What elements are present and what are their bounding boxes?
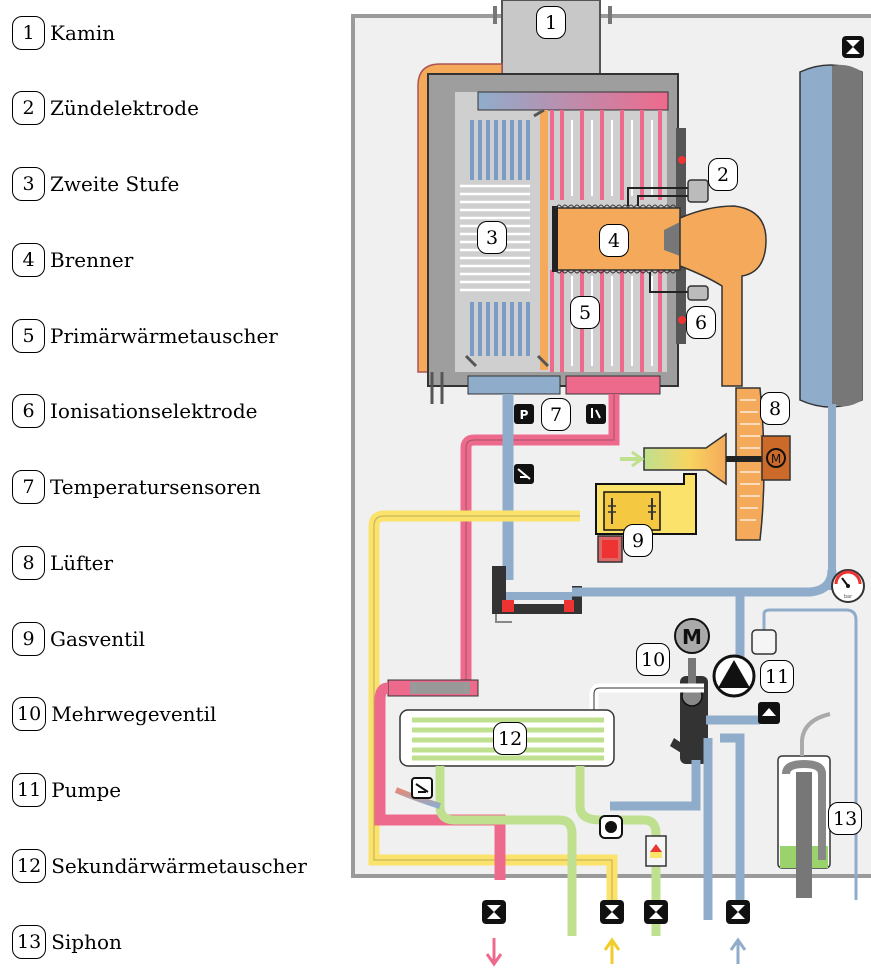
top-manifold xyxy=(478,92,668,110)
flow-temperature-sensor-icon xyxy=(586,404,606,424)
cold-water-shutoff-valve-icon xyxy=(644,900,668,924)
tag-primaerwaermetauscher: 5 xyxy=(570,296,600,329)
heating-return-shutoff-valve-icon xyxy=(726,900,750,924)
tag-temperatursensoren: 7 xyxy=(541,398,571,431)
tag-zweite-stufe: 3 xyxy=(477,221,507,254)
tag-pumpe: 11 xyxy=(760,660,794,693)
tag-siphon: 13 xyxy=(828,802,862,835)
gas-shutoff-valve-icon xyxy=(600,900,624,924)
heating-return-in-arrow-icon xyxy=(731,940,745,964)
flow-sensor xyxy=(646,836,666,866)
hot-water-sensor-icon xyxy=(412,778,432,798)
pressure-sensor-letter: P xyxy=(520,408,529,422)
fan-motor-letter: M xyxy=(771,452,781,466)
tag-zuendelektrode: 2 xyxy=(708,158,738,191)
tag-ionisationselektrode: 6 xyxy=(686,306,716,339)
air-vent-valve-icon xyxy=(842,36,864,58)
flow-meter-icon xyxy=(600,816,622,838)
tag-gasventil: 9 xyxy=(623,524,653,557)
pressure-sensor-icon: P xyxy=(514,404,534,424)
tag-luefter: 8 xyxy=(760,392,790,425)
diverter-motor-letter: M xyxy=(682,625,702,649)
pump xyxy=(714,656,754,696)
tag-sekundaerwaermetauscher: 12 xyxy=(493,722,527,755)
tag-brenner: 4 xyxy=(599,224,629,257)
flow-collector xyxy=(566,376,660,394)
tag-mehrwegeventil: 10 xyxy=(636,643,670,676)
return-temperature-sensor-icon xyxy=(514,464,534,484)
heating-flow-shutoff-valve-icon xyxy=(482,900,506,924)
heating-flow-out-arrow-icon xyxy=(487,938,501,964)
tag-kamin: 1 xyxy=(536,6,566,39)
safety-valve-icon xyxy=(758,702,780,724)
return-collector xyxy=(468,376,560,394)
gas-in-arrow-icon xyxy=(605,940,619,964)
pressure-gauge-unit: bar xyxy=(844,594,853,600)
